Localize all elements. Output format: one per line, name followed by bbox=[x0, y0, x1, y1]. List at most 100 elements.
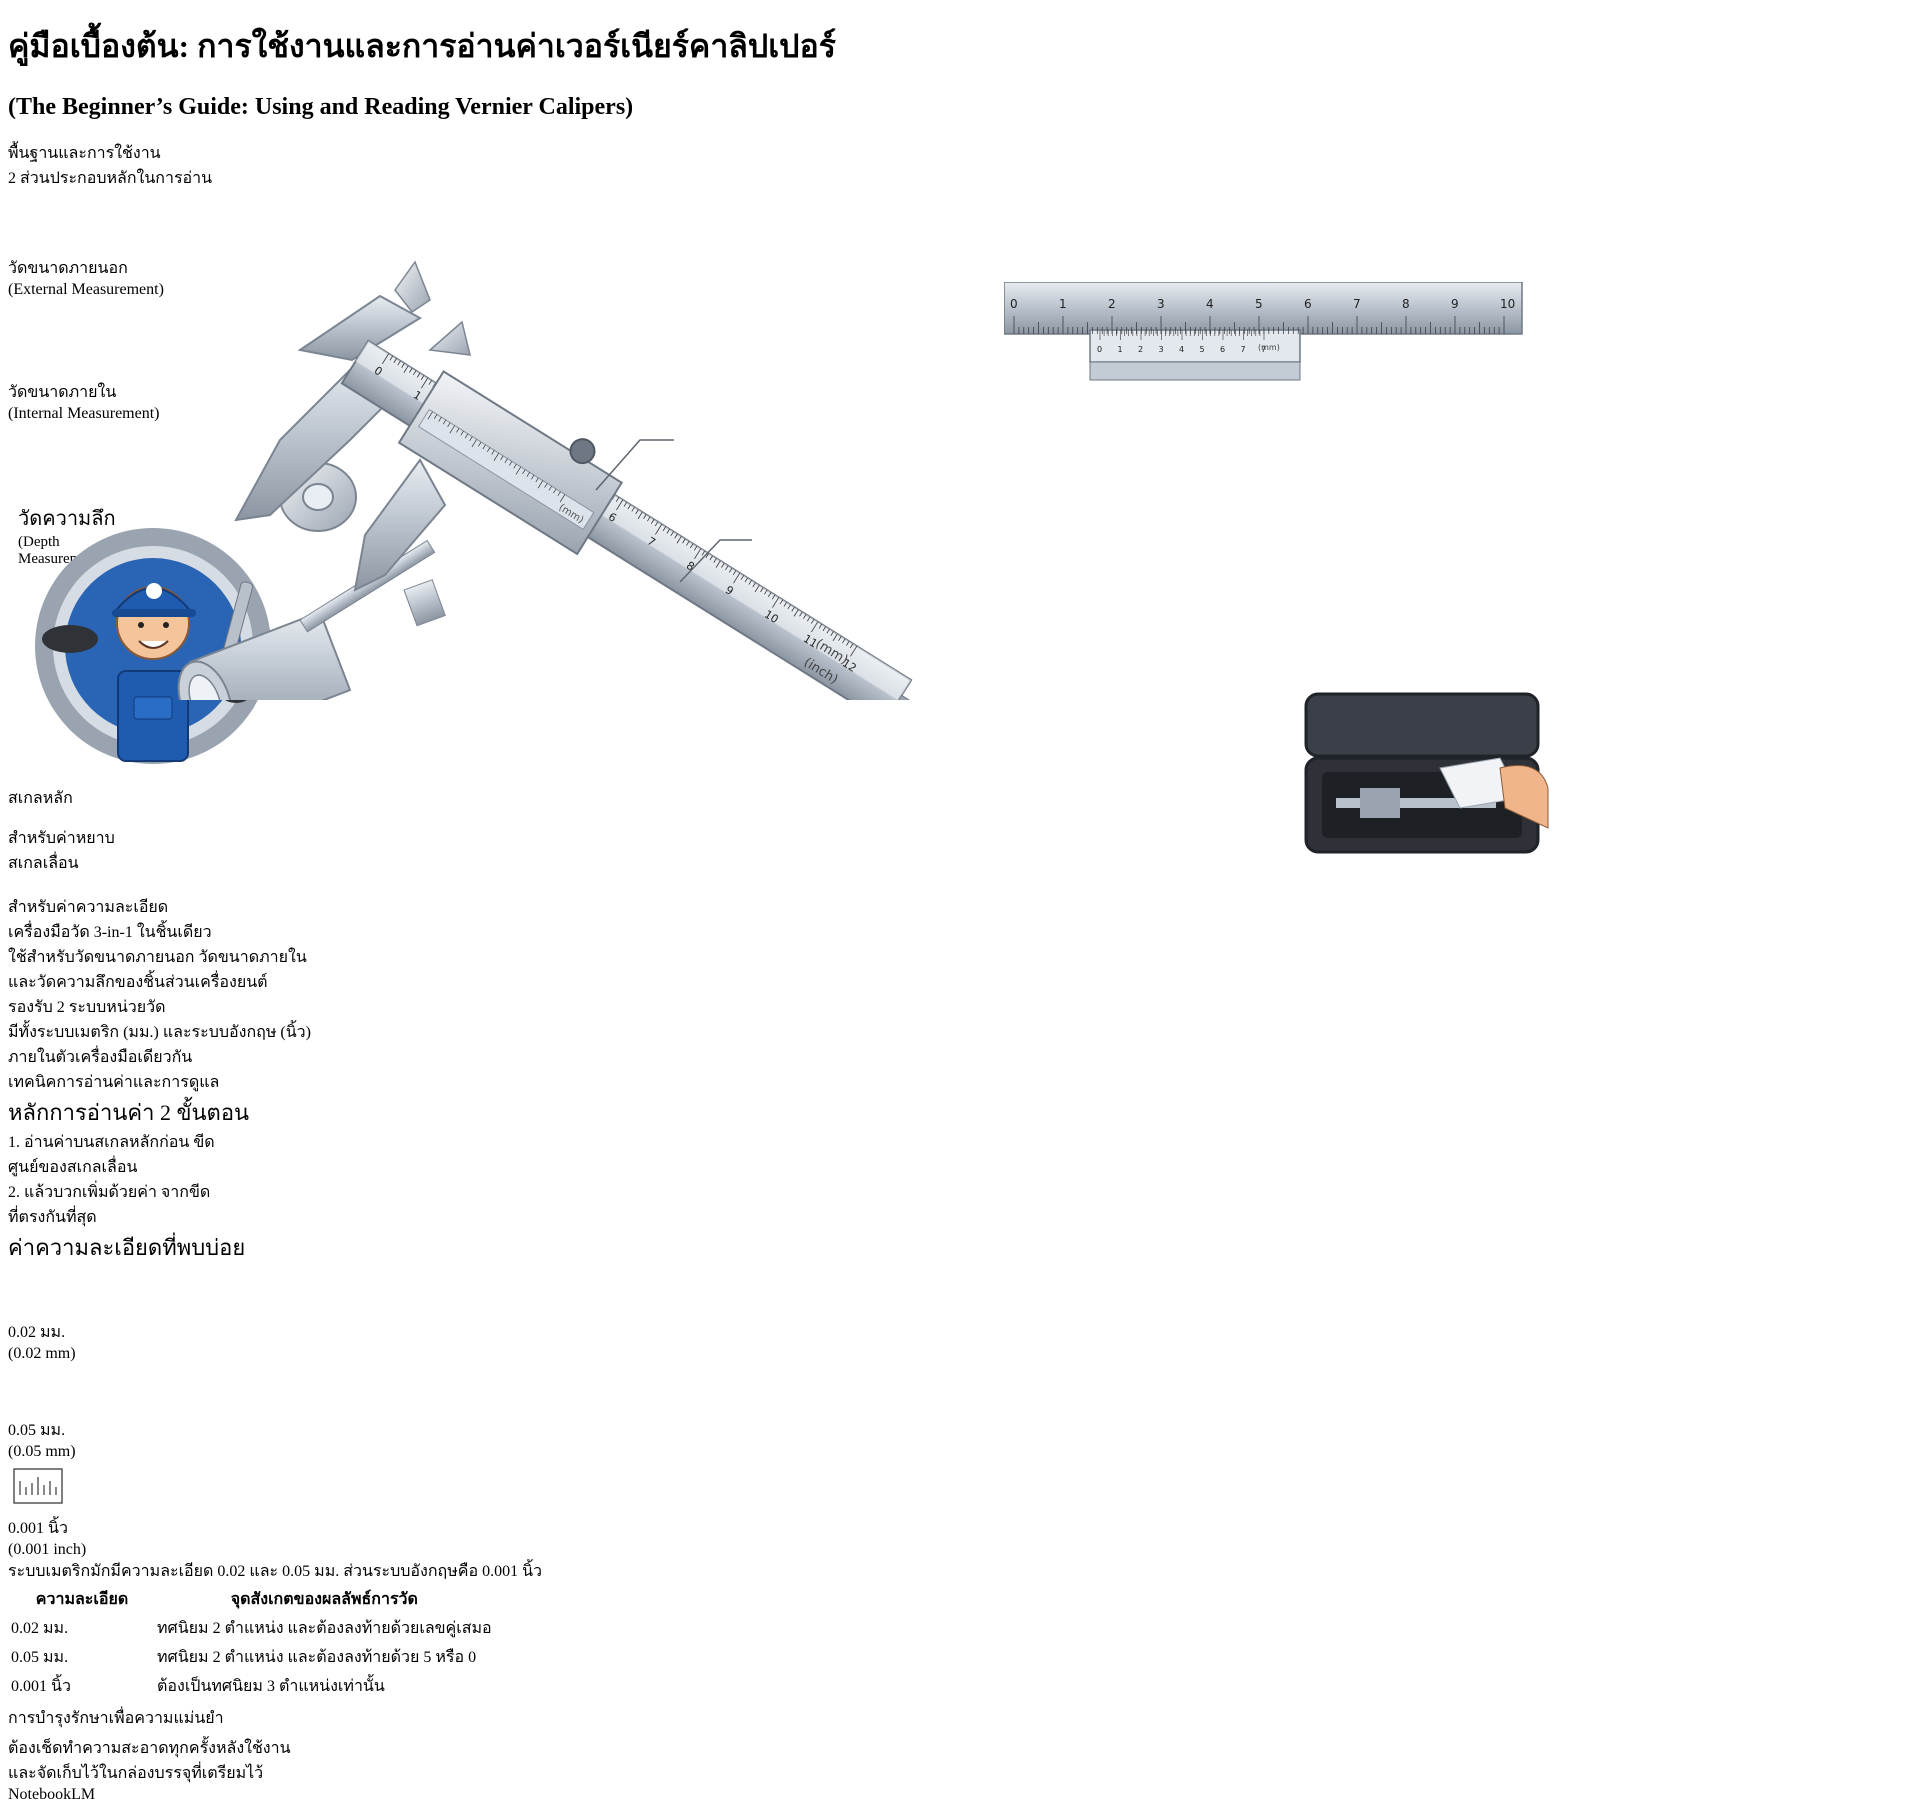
tick-mark bbox=[631, 506, 635, 512]
vernier-scale-description: สำหรับค่าความละเอียด bbox=[8, 898, 169, 916]
table-header-cell: ความละเอียด bbox=[35, 1590, 129, 1608]
tick-mark bbox=[428, 380, 432, 385]
tick-mark bbox=[705, 553, 709, 558]
tick-mark bbox=[787, 604, 791, 610]
tick-mark bbox=[807, 616, 811, 622]
vernier-tick bbox=[438, 417, 442, 422]
vernier-tick bbox=[513, 463, 517, 469]
tick-mark bbox=[393, 358, 397, 363]
maintenance-body: ต้องเช็ดทำความสะอาดทุกครั้งหลังใช้งาน แล… bbox=[8, 1739, 291, 1782]
tick-mark bbox=[793, 609, 799, 617]
ruler-number: 8 bbox=[1402, 297, 1410, 311]
table-header-cell: จุดสังเกตของผลลัพธ์การวัด bbox=[230, 1590, 418, 1608]
tick-mark bbox=[637, 511, 643, 520]
tick-mark bbox=[381, 353, 390, 365]
vernier-number: 6 bbox=[1220, 345, 1225, 354]
feature-title-units: รองรับ 2 ระบบหน่วยวัด bbox=[8, 998, 166, 1016]
table-cell: 0.05 มม. bbox=[11, 1648, 69, 1666]
tick-mark bbox=[768, 592, 772, 597]
main-scale-callout: สเกลหลัก bbox=[8, 786, 174, 826]
vernier-tick bbox=[464, 433, 469, 439]
vernier-tick bbox=[491, 450, 495, 455]
tick-mark bbox=[771, 594, 776, 600]
vernier-number: 0 bbox=[1097, 345, 1102, 354]
table-cell: 0.001 นิ้ว bbox=[11, 1677, 71, 1695]
ruler-number: 5 bbox=[1255, 297, 1263, 311]
maintenance-title: การบำรุงรักษาเพื่อความแม่นยำ bbox=[8, 1709, 224, 1727]
tick-mark bbox=[654, 521, 659, 527]
tick-mark bbox=[686, 541, 690, 546]
resolution-value: 0.05 มม. bbox=[8, 1421, 66, 1439]
vernier-tick bbox=[504, 458, 508, 463]
ruler-number: 9 bbox=[1451, 297, 1459, 311]
notebooklm-brand: NotebookLM bbox=[8, 1786, 1912, 1804]
resolution-en: (0.02 mm) bbox=[8, 1344, 76, 1362]
card-label-en: (External Measurement) bbox=[8, 280, 164, 298]
resolution-en: (0.05 mm) bbox=[8, 1442, 76, 1460]
pipe-workpiece bbox=[177, 610, 352, 700]
vernier-tick bbox=[553, 488, 557, 494]
tick-mark bbox=[694, 548, 702, 560]
resolution-note: ระบบเมตริกมักมีความละเอียด 0.02 และ 0.05… bbox=[8, 1562, 542, 1580]
tick-mark bbox=[842, 638, 846, 644]
upper-jaws bbox=[297, 260, 471, 362]
vernier-tick bbox=[509, 461, 513, 466]
tick-mark bbox=[826, 628, 830, 634]
vernier-number: 2 bbox=[1138, 345, 1143, 354]
tick-mark bbox=[830, 631, 834, 636]
tick-mark bbox=[623, 502, 627, 507]
tick-mark bbox=[752, 582, 756, 588]
tick-mark bbox=[421, 377, 429, 389]
tick-mark bbox=[635, 509, 639, 515]
tick-mark bbox=[740, 575, 745, 580]
vernier-tick bbox=[522, 469, 526, 475]
tick-mark bbox=[732, 570, 737, 576]
tick-mark bbox=[701, 550, 706, 556]
tick-mark bbox=[713, 558, 717, 563]
vernier-tick bbox=[537, 480, 544, 489]
main-scale-description: สำหรับค่าหยาบ bbox=[8, 829, 115, 847]
table-cell: ทศนิยม 2 ตำแหน่ง และต้องลงท้ายด้วย 5 หรื… bbox=[157, 1648, 477, 1666]
tick-mark bbox=[849, 643, 854, 649]
ruler-number: 7 bbox=[1353, 297, 1361, 311]
tick-mark bbox=[754, 585, 760, 593]
callout-leader-lines bbox=[595, 439, 752, 583]
vernier-number: 4 bbox=[1179, 345, 1184, 354]
caliper-illustration: 0123456789101112 (mm) (mm) (inch) bbox=[177, 260, 954, 700]
right-section-title: เทคนิคการอ่านค่าและการดูแล bbox=[8, 1073, 220, 1091]
ruler-number: 6 bbox=[1304, 297, 1312, 311]
tick-mark bbox=[846, 641, 850, 646]
thumb-screw[interactable] bbox=[566, 435, 599, 468]
left-subtitle: 2 ส่วนประกอบหลักในการอ่าน bbox=[8, 169, 213, 187]
vernier-tick bbox=[442, 419, 447, 425]
tick-mark bbox=[838, 636, 842, 641]
tick-mark bbox=[397, 360, 401, 366]
resolution-en: (0.001 inch) bbox=[8, 1540, 87, 1558]
vernier-scale-ticks bbox=[427, 411, 566, 503]
tick-mark bbox=[728, 567, 733, 573]
feature-body-units: มีทั้งระบบเมตริก (มม.) และระบบอังกฤษ (นิ… bbox=[8, 1023, 311, 1066]
card-label-th: วัดขนาดภายใน bbox=[8, 383, 117, 401]
left-section-title: พื้นฐานและการใช้งาน bbox=[8, 144, 161, 162]
vernier-tick bbox=[482, 444, 486, 450]
vernier-scale-label: สเกลเลื่อน bbox=[8, 854, 79, 872]
tick-mark bbox=[389, 355, 393, 361]
infographic-page: คู่มือเบื้องต้น: การใช้งานและการอ่านค่าเ… bbox=[8, 21, 1912, 1803]
table-row: 0.02 มม. ทศนิยม 2 ตำแหน่ง และต้องลงท้ายด… bbox=[10, 1615, 493, 1642]
tick-mark bbox=[783, 602, 787, 607]
scale-number: 12 bbox=[840, 656, 859, 674]
resolution-value: 0.001 นิ้ว bbox=[8, 1519, 68, 1537]
vernier-tick bbox=[447, 422, 451, 428]
vernier-tick bbox=[531, 474, 535, 480]
table-cell: 0.02 มม. bbox=[11, 1619, 69, 1637]
vernier-tick bbox=[548, 485, 552, 491]
vernier-tick bbox=[500, 455, 504, 461]
vernier-tick bbox=[478, 441, 482, 447]
tick-mark bbox=[799, 611, 803, 617]
vernier-tick bbox=[469, 436, 473, 441]
tick-mark bbox=[420, 375, 425, 381]
tick-mark bbox=[760, 587, 764, 593]
scale-number: 10 bbox=[762, 608, 781, 626]
tick-mark bbox=[676, 536, 682, 544]
